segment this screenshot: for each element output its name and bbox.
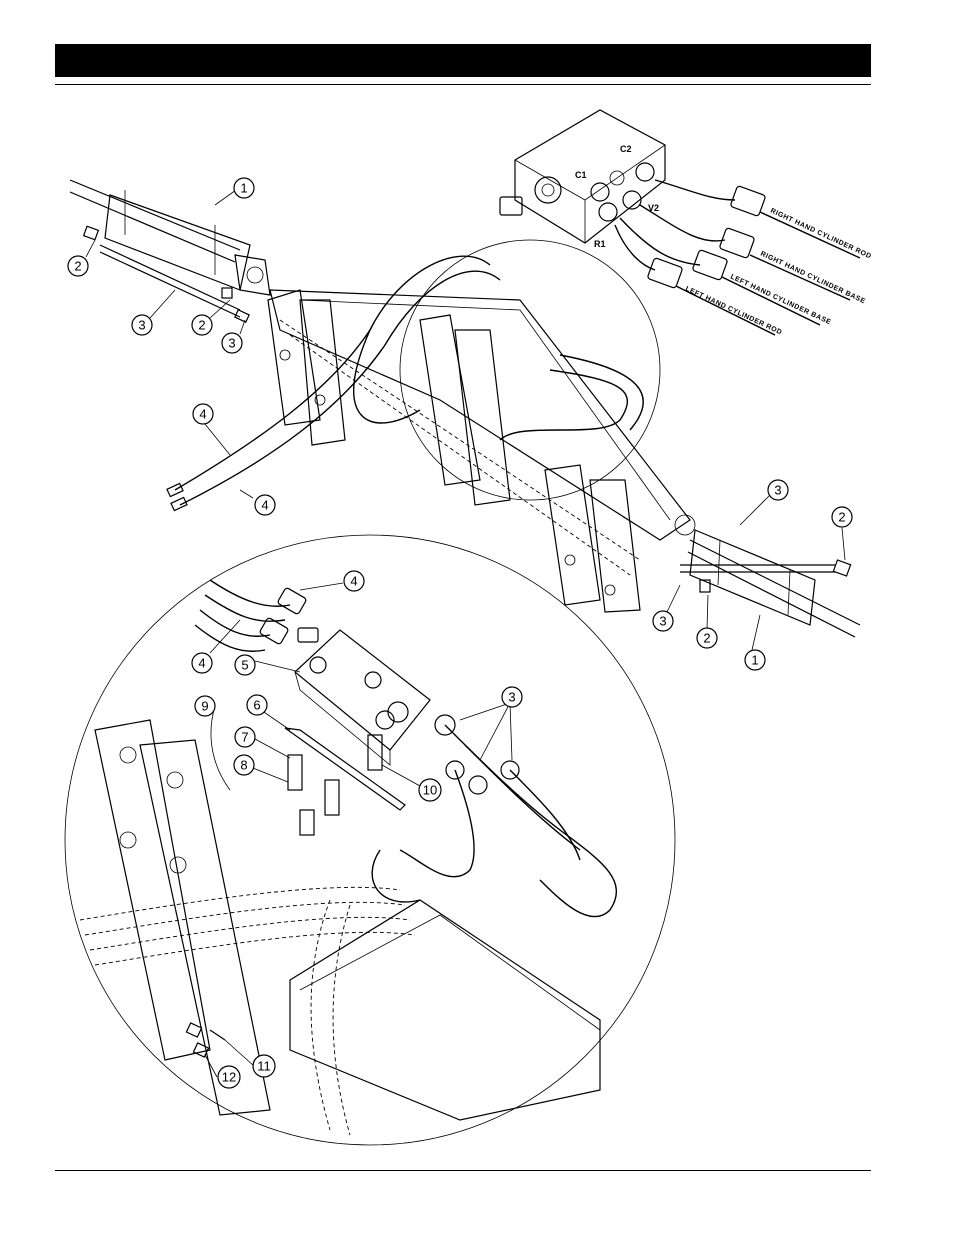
callout-1a: 1 (233, 177, 255, 199)
callout-4d: 4 (191, 652, 213, 674)
callout-11: 11 (252, 1054, 276, 1078)
svg-text:12: 12 (222, 1070, 236, 1085)
svg-text:3: 3 (508, 690, 515, 705)
svg-text:2: 2 (198, 318, 205, 333)
callout-6: 6 (246, 694, 268, 716)
right-cylinder (674, 514, 861, 638)
callout-8: 8 (233, 754, 255, 776)
svg-text:3: 3 (774, 483, 781, 498)
callout-12: 12 (217, 1065, 241, 1089)
header-bar (55, 44, 871, 77)
svg-text:3: 3 (228, 336, 235, 351)
valve-inset: C2 C1 V2 R1 RIGHT HAND CYLINDER ROD RIGH… (499, 109, 872, 337)
svg-text:4: 4 (199, 407, 206, 422)
footer-rule (55, 1170, 871, 1171)
overview-hoses (166, 255, 644, 512)
callout-3e: 3 (501, 686, 523, 708)
svg-text:8: 8 (240, 758, 247, 773)
svg-text:5: 5 (241, 658, 248, 673)
svg-text:2: 2 (703, 631, 710, 646)
svg-text:1: 1 (240, 181, 247, 196)
callout-2a: 2 (67, 255, 89, 277)
callout-10: 10 (418, 778, 442, 802)
callout-2d: 2 (696, 627, 718, 649)
svg-text:9: 9 (201, 699, 208, 714)
svg-text:11: 11 (257, 1059, 271, 1074)
callout-3c: 3 (767, 479, 789, 501)
hose-label-right-rod: RIGHT HAND CYLINDER ROD (769, 207, 872, 260)
svg-text:4: 4 (198, 656, 205, 671)
callout-7: 7 (234, 726, 256, 748)
svg-text:2: 2 (74, 259, 81, 274)
frame-overview (267, 239, 691, 613)
callout-9: 9 (194, 695, 216, 717)
svg-text:4: 4 (261, 498, 268, 513)
callout-4a: 4 (192, 403, 214, 425)
svg-text:3: 3 (138, 318, 145, 333)
callout-3b: 3 (221, 332, 243, 354)
svg-text:1: 1 (751, 653, 758, 668)
callout-2c: 2 (831, 506, 853, 528)
callout-1b: 1 (744, 649, 766, 671)
port-label-r1: R1 (594, 239, 606, 249)
port-label-v2: V2 (648, 203, 659, 213)
svg-text:6: 6 (253, 698, 260, 713)
leader-lines (85, 189, 846, 1078)
svg-text:2: 2 (838, 510, 845, 525)
left-cylinder (69, 179, 271, 323)
callout-2b: 2 (191, 314, 213, 336)
callout-5: 5 (234, 654, 256, 676)
detail-circle-small (399, 239, 661, 501)
port-label-c2: C2 (620, 144, 632, 154)
header-rule (55, 84, 871, 85)
svg-text:10: 10 (423, 783, 437, 798)
callout-3d: 3 (652, 610, 674, 632)
detail-enlarged (64, 534, 676, 1146)
svg-text:4: 4 (350, 574, 357, 589)
svg-text:7: 7 (241, 730, 248, 745)
svg-text:3: 3 (659, 614, 666, 629)
callout-3a: 3 (131, 314, 153, 336)
detail-circle-large (64, 534, 676, 1146)
port-label-c1: C1 (575, 170, 587, 180)
callout-4b: 4 (254, 494, 276, 516)
callout-4c: 4 (343, 570, 365, 592)
